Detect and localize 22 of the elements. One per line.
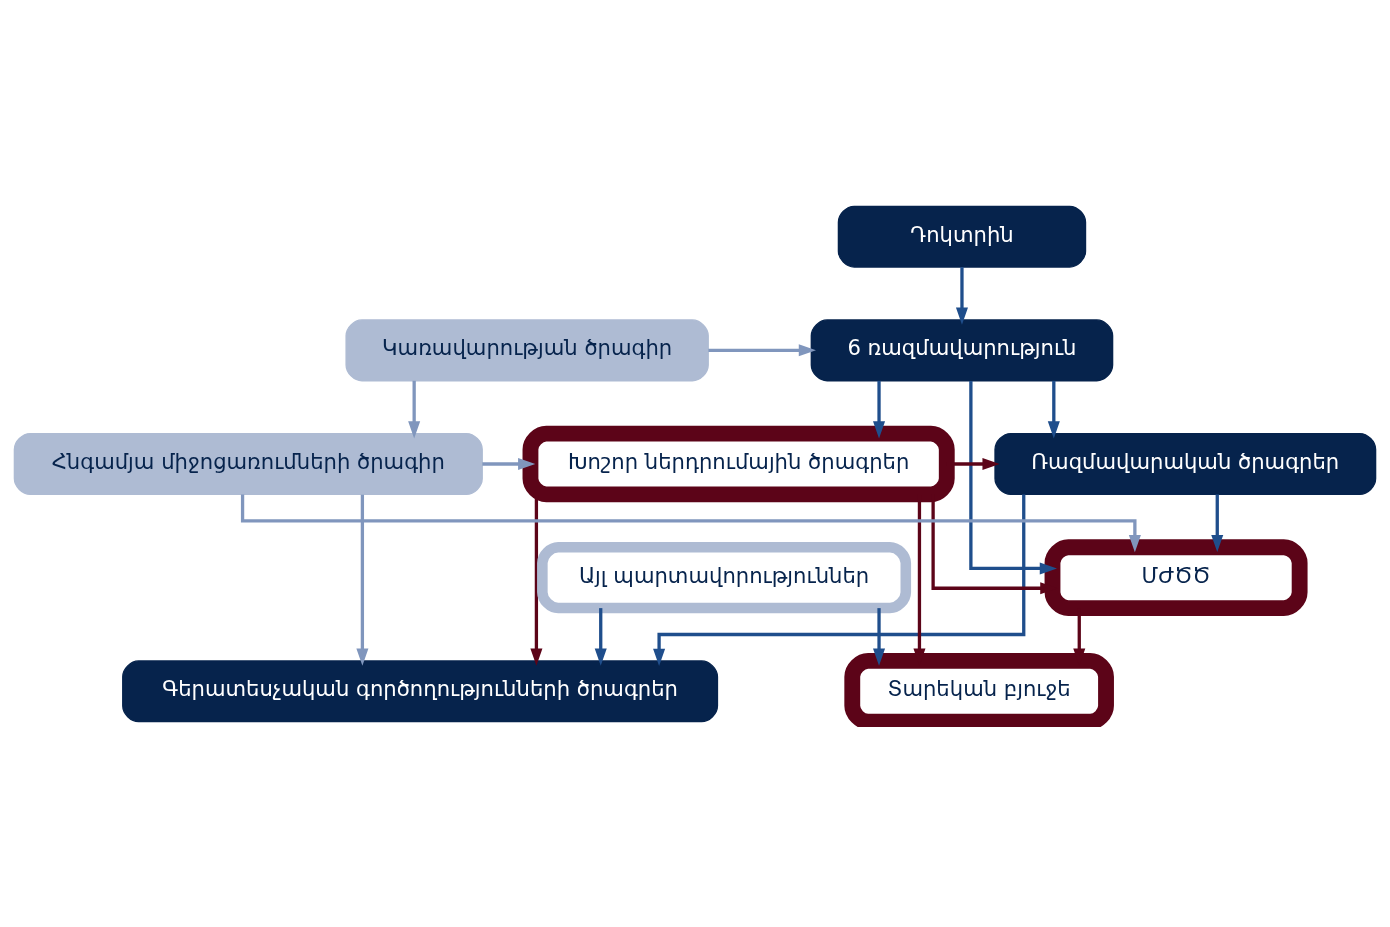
- node-box: ՄԺԾԾ: [1044, 538, 1308, 616]
- arrow: [1047, 380, 1060, 438]
- node-box: 6 ռազմավարություն: [810, 318, 1114, 381]
- node-box: Տարեկան բյուջե: [844, 652, 1114, 727]
- node-box: Գերատեսչական գործողությունների ծրագրեր: [122, 659, 719, 722]
- arrow: [356, 494, 369, 666]
- arrow: [955, 266, 968, 325]
- arrow: [594, 607, 607, 666]
- arrow: [873, 607, 886, 666]
- node-box: Այլ պարտավորություններ: [537, 541, 912, 613]
- node-box: Կառավարության ծրագիր: [345, 318, 709, 381]
- arrow: [969, 380, 1057, 574]
- arrow: [653, 494, 1026, 666]
- arrow: [408, 380, 421, 438]
- node-box: Խոշոր ներդրումային ծրագրեր: [522, 425, 955, 502]
- node-box: Դոկտրին: [837, 205, 1087, 268]
- arrow: [708, 343, 816, 356]
- arrow: [482, 457, 536, 470]
- arrow: [873, 380, 886, 438]
- arrow: [1211, 493, 1224, 552]
- node-box: Հնգամյա միջոցառումների ծրագիր: [13, 432, 483, 495]
- node-box: Ռազմավարական ծրագրեր: [994, 432, 1377, 495]
